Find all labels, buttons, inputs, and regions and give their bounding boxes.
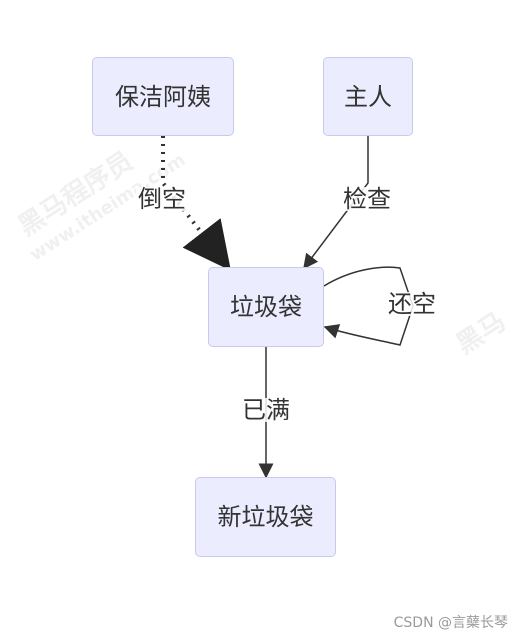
node-trash-bag: 垃圾袋 [208, 267, 324, 347]
edge-label-return-empty: 还空 [386, 290, 438, 318]
node-cleaner: 保洁阿姨 [92, 57, 234, 136]
edge-owner-to-trash [303, 136, 369, 270]
edge-label-full: 已满 [240, 396, 292, 424]
node-owner: 主人 [323, 57, 413, 136]
node-new-trash-bag: 新垃圾袋 [195, 477, 336, 557]
edge-label-empty-out: 倒空 [136, 185, 188, 213]
footer-attribution: CSDN @言蘖长琴 [393, 615, 508, 631]
edge-label-inspect: 检查 [341, 185, 393, 213]
edge-trash-self-loop [323, 266, 414, 346]
